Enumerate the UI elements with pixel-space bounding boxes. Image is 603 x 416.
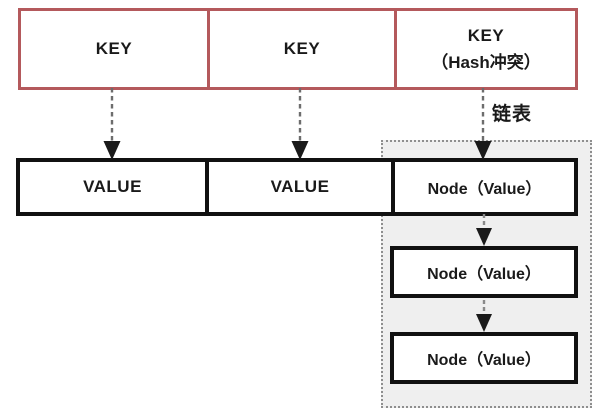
- key-cell-3: KEY （Hash冲突）: [394, 11, 575, 87]
- value-row: VALUE VALUE Node（Value）: [16, 158, 578, 216]
- key-row: KEY KEY KEY （Hash冲突）: [18, 8, 578, 90]
- value-cell-2: VALUE: [205, 162, 391, 212]
- value-cell-3-label: Node（Value）: [427, 181, 542, 198]
- connector-key3-to-chain: [474, 88, 492, 160]
- key-cell-1: KEY: [21, 11, 207, 87]
- value-cell-1-label: VALUE: [83, 177, 142, 196]
- value-cell-3-node: Node（Value）: [391, 162, 574, 212]
- connector-node1-to-node2: [476, 214, 492, 246]
- connector-node2-to-node3: [476, 300, 492, 332]
- chain-node-3-label: Node（Value）: [427, 352, 541, 369]
- key-cell-2: KEY: [207, 11, 394, 87]
- connector-key2-to-value2: [291, 88, 309, 160]
- connector-key1-to-value1: [103, 88, 121, 160]
- value-cell-1: VALUE: [20, 162, 205, 212]
- key-cell-3-label: KEY: [467, 25, 505, 45]
- value-cell-2-label: VALUE: [270, 177, 330, 196]
- chain-label: 链表: [492, 104, 533, 125]
- chain-node-2: Node（Value）: [390, 246, 578, 298]
- key-cell-1-label: KEY: [95, 39, 133, 58]
- chain-node-3: Node（Value）: [390, 332, 578, 384]
- chain-node-2-label: Node（Value）: [427, 266, 541, 283]
- key-cell-3-sublabel: （Hash冲突）: [431, 52, 541, 72]
- key-cell-2-label: KEY: [283, 39, 321, 58]
